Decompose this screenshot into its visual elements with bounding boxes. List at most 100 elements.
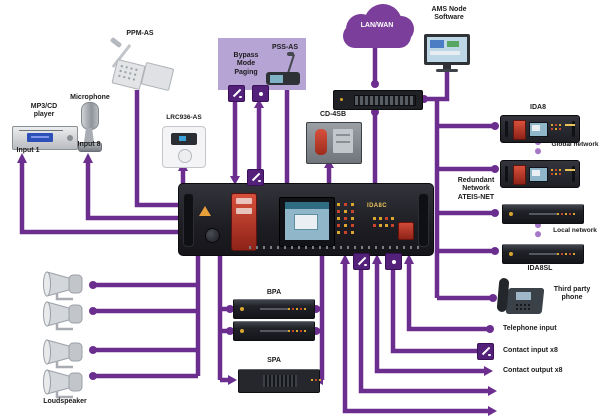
unit-leds (551, 124, 553, 126)
microphone-label: Microphone (70, 94, 110, 101)
amp-leds (311, 379, 313, 381)
evac-red-module (513, 165, 526, 185)
screen-window-green (447, 41, 459, 47)
amp-leds (557, 253, 559, 255)
unit-screen-window (532, 125, 540, 131)
red-handset (315, 129, 327, 155)
amp-text-bar (529, 253, 557, 255)
bottom-label-strip (249, 246, 419, 249)
loudspeaker-label: Loudspeaker (43, 398, 87, 405)
panel-knob (178, 149, 192, 163)
wall-panel-label: LRC936-AS (166, 114, 202, 121)
link-dot-icon (385, 253, 402, 270)
ppm-keypad (111, 58, 146, 91)
cd-slot (19, 129, 63, 131)
horn-speaker-image (42, 364, 88, 405)
console-screen (279, 197, 335, 247)
ppm-as-label: PPM-AS (126, 30, 154, 37)
unit-screen-window (532, 170, 540, 176)
player-display-text (31, 136, 49, 138)
pss-as-image (260, 52, 302, 86)
unit-leds (551, 169, 553, 171)
emergency-button (398, 222, 414, 240)
third-party-phone-label: Third party phone (553, 286, 591, 302)
rack-handle-left (183, 193, 194, 247)
screen-header (285, 202, 329, 209)
amp-text-bar (260, 330, 288, 332)
spa-label: SPA (267, 357, 281, 364)
amp-text-bar (529, 213, 557, 215)
amp-leds (557, 213, 559, 215)
telephone-input-label: Telephone input (503, 325, 557, 332)
bpa-label: BPA (266, 289, 282, 296)
unit-model-mark (565, 124, 575, 126)
rack-handle-right (572, 166, 575, 182)
mic-grille (81, 102, 99, 130)
lan-wan-label: LAN/WAN (360, 22, 394, 29)
amp-logo (509, 212, 513, 216)
phone-screen (516, 292, 531, 300)
global-network-label: Global network (551, 141, 599, 148)
contact-output-label: Contact output x8 (503, 367, 563, 374)
cd-phone-label: CD-4SB (319, 111, 347, 118)
input1-label: Input 1 (16, 147, 40, 154)
horn-speaker-image (42, 296, 88, 337)
pss-screen (270, 75, 283, 83)
ida8c-console: IDA8C (178, 183, 434, 256)
panel-slot (336, 141, 350, 143)
rack-handle-left (505, 166, 508, 182)
monitor-base (436, 69, 458, 72)
amp-leds (288, 308, 290, 310)
player-knob (67, 135, 73, 141)
amp-text-bar (260, 308, 288, 310)
amp-logo (240, 307, 244, 311)
ppm-as-image (109, 36, 175, 92)
node-software-label: AMS Node Software (431, 6, 467, 22)
screen-taskbar (430, 51, 460, 55)
evac-red-module (231, 193, 257, 251)
software-pc-image (424, 34, 472, 76)
monitor-stand (443, 65, 451, 69)
fire-telephone-box-image (306, 122, 362, 164)
ida8sl-unit-image (502, 244, 584, 264)
ida8-unit-image (500, 160, 580, 188)
rack-handle-right (418, 193, 429, 247)
status-led-grid (337, 203, 340, 206)
amp-vents (263, 375, 297, 387)
microphone-image (76, 102, 102, 158)
link-slash-icon (477, 343, 494, 360)
horn-speaker-image (42, 266, 88, 307)
horn-speaker-image (42, 334, 88, 375)
input8-label: Input 8 (77, 141, 101, 148)
spa-amplifier-image (238, 369, 320, 393)
local-network-label: Local network (553, 227, 597, 234)
secondary-led-grid (373, 217, 376, 220)
panel-display-glow (179, 136, 186, 141)
pss-mic-head (287, 52, 294, 56)
bpa-amplifier-image (233, 321, 315, 341)
amp-logo (240, 329, 244, 333)
arrowheads (17, 99, 497, 416)
phone-keypad (516, 304, 518, 306)
amp-logo (509, 252, 513, 256)
mp3-player-image (12, 126, 78, 150)
link-dot-icon (252, 85, 269, 102)
mic-base (78, 142, 102, 152)
ateis-logo-icon (199, 206, 211, 216)
contact-input-label: Contact input x8 (503, 347, 558, 354)
amp-leds (288, 330, 290, 332)
ida8sl-unit-image (502, 204, 584, 224)
pss-gooseneck (286, 54, 296, 74)
mic-neck (84, 128, 94, 142)
screen-window-blue (430, 40, 444, 48)
evac-red-module (513, 120, 526, 140)
volume-knob (205, 228, 220, 243)
ida8-label: IDA8 (530, 104, 546, 111)
screen-window (294, 214, 318, 230)
redundant-network-label: Redundant Network ATEIS-NET (457, 177, 495, 201)
rack-handle-left (505, 121, 508, 137)
wall-remote-panel-image (162, 126, 206, 168)
pss-as-label: PSS-AS (271, 44, 299, 51)
